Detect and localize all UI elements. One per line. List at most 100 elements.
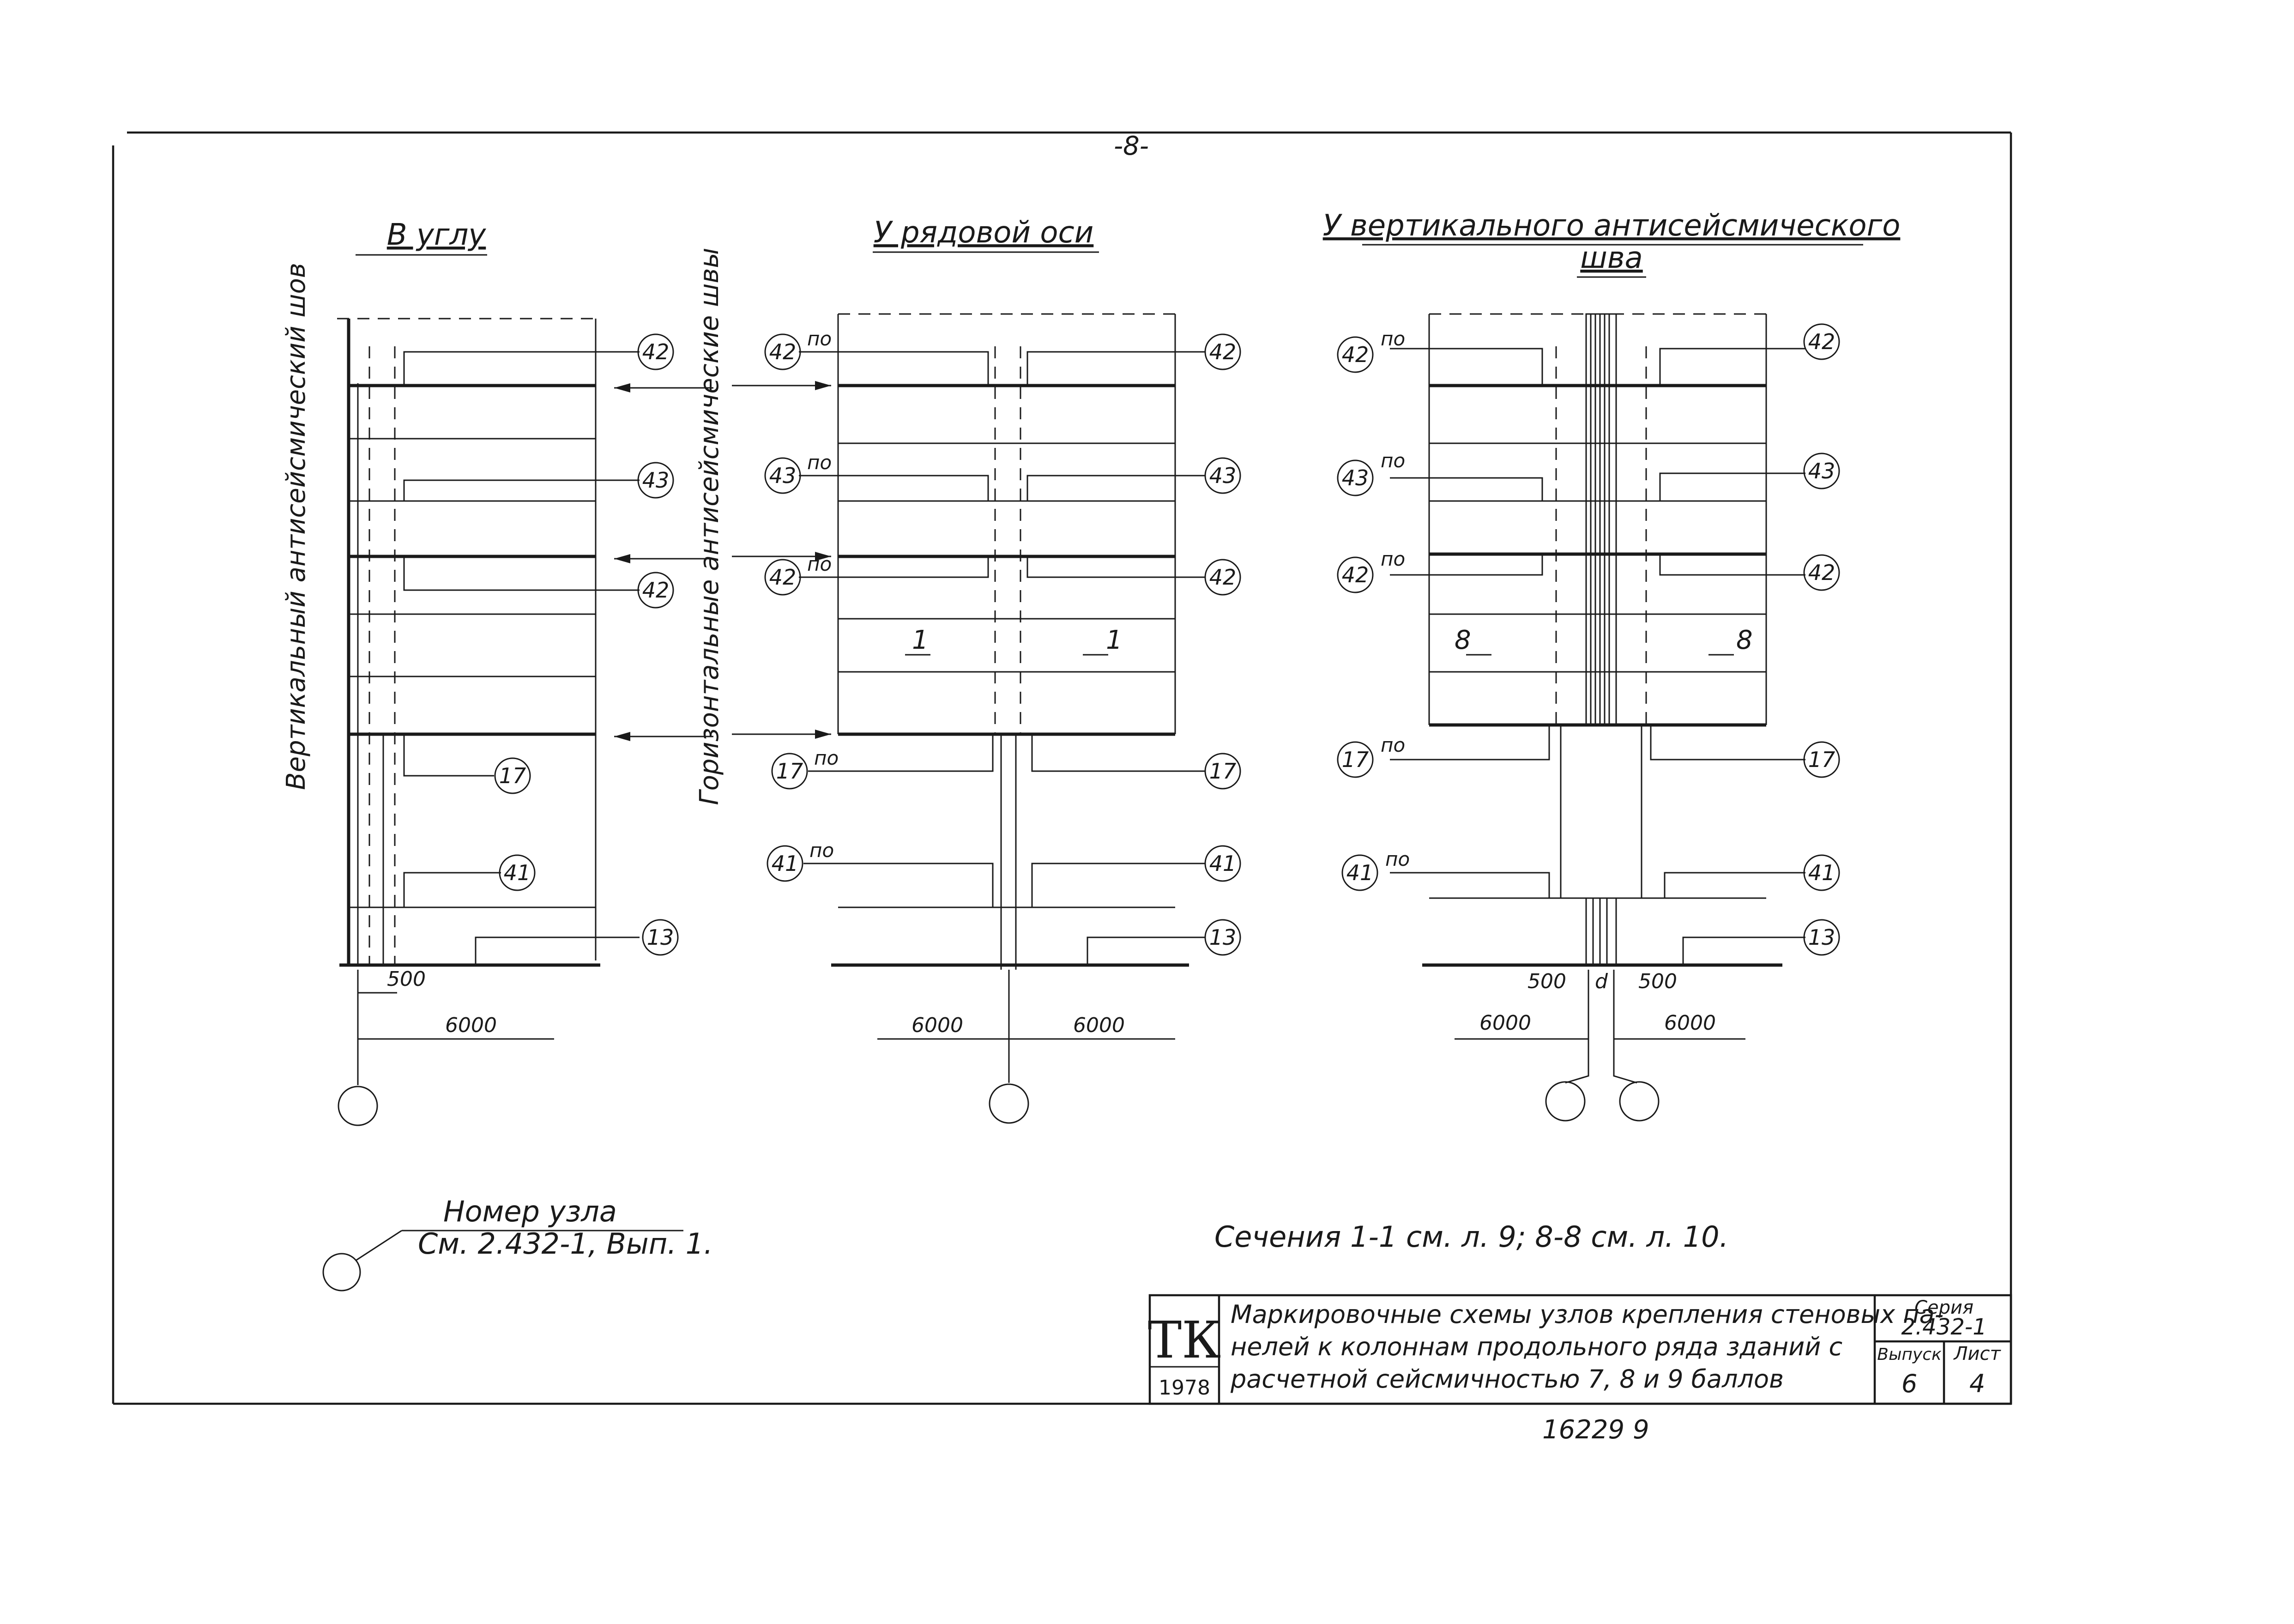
- sheet-value: 4: [1969, 1369, 1985, 1398]
- po-label: по: [814, 747, 839, 769]
- axis-marker-seam-right: [1619, 1081, 1660, 1122]
- node-label: 43: [1209, 463, 1237, 488]
- po-label: по: [1381, 548, 1405, 570]
- issue-label: Выпуск: [1877, 1345, 1942, 1364]
- node-42-axis-top-right[interactable]: 42: [1204, 333, 1241, 370]
- node-43-seam-right[interactable]: 43: [1803, 453, 1840, 489]
- node-42-corner-top[interactable]: 42: [637, 333, 674, 370]
- title-logo: ТК: [1148, 1310, 1221, 1370]
- node-label: 41: [1209, 851, 1237, 876]
- node-42-seam-top-right[interactable]: 42: [1803, 323, 1840, 360]
- archive-stamp: 16229 9: [1542, 1415, 1649, 1445]
- node-42-axis-top-left[interactable]: 42: [764, 333, 801, 370]
- node-label: 17: [1808, 747, 1835, 772]
- node-label: 42: [769, 339, 797, 364]
- dim-500-corner: 500: [387, 967, 426, 991]
- node-13-seam[interactable]: 13: [1803, 919, 1840, 956]
- title-block: [1148, 1294, 2012, 1405]
- node-43-seam-left[interactable]: 43: [1337, 459, 1374, 496]
- node-label: 42: [1209, 339, 1237, 364]
- node-label: 42: [1342, 562, 1369, 587]
- node-43-axis-left[interactable]: 43: [764, 457, 801, 494]
- sheet-label: Лист: [1953, 1343, 2001, 1364]
- dim-500-seam-left: 500: [1527, 970, 1566, 993]
- section-mark-1-left: 1: [912, 625, 929, 655]
- node-41-corner[interactable]: 41: [499, 854, 536, 891]
- sections-note: Сечения 1-1 см. л. 9; 8-8 см. л. 10.: [1214, 1220, 1728, 1254]
- node-label: 43: [1342, 465, 1369, 490]
- node-41-seam-right[interactable]: 41: [1803, 854, 1840, 891]
- axis-marker-corner: [338, 1086, 378, 1126]
- node-42-axis-mid-right[interactable]: 42: [1204, 559, 1241, 596]
- node-41-seam-left[interactable]: 41: [1341, 854, 1378, 891]
- header-vertical-seam-line2: шва: [1580, 241, 1643, 275]
- node-label: 42: [1808, 329, 1835, 354]
- dim-6000-seam-right: 6000: [1664, 1011, 1716, 1035]
- node-43-axis-right[interactable]: 43: [1204, 457, 1241, 494]
- node-43-corner[interactable]: 43: [637, 462, 674, 499]
- title-year: 1978: [1159, 1376, 1210, 1400]
- po-label: по: [809, 839, 834, 862]
- node-label: 13: [1209, 925, 1237, 950]
- series-label: Серия: [1914, 1297, 1974, 1318]
- node-17-axis-left[interactable]: 17: [771, 753, 808, 790]
- node-17-seam-left[interactable]: 17: [1337, 741, 1374, 778]
- po-label: по: [1381, 327, 1405, 350]
- node-label: 42: [1209, 565, 1237, 590]
- node-13-axis[interactable]: 13: [1204, 919, 1241, 956]
- node-label: 17: [499, 763, 526, 788]
- title-line1: Маркировочные схемы узлов крепления стен…: [1231, 1300, 1944, 1329]
- node-17-corner[interactable]: 17: [494, 757, 531, 794]
- node-label: 41: [772, 851, 799, 876]
- node-42-axis-mid-left[interactable]: 42: [764, 559, 801, 596]
- header-ordinary-axis: У рядовой оси: [874, 216, 1094, 250]
- node-label: 42: [642, 578, 670, 603]
- axis-marker-ordinary: [989, 1083, 1029, 1124]
- node-label: 42: [642, 339, 670, 364]
- node-label: 13: [647, 925, 674, 950]
- node-label: 41: [1808, 860, 1835, 885]
- po-label: по: [807, 327, 832, 350]
- section-mark-8-left: 8: [1455, 625, 1471, 655]
- label-horizontal-seams: Горизонтальные антисейсмические швы: [694, 248, 724, 805]
- node-42-corner-mid[interactable]: 42: [637, 572, 674, 609]
- node-41-axis-left[interactable]: 41: [767, 845, 803, 882]
- axis-marker-seam-left: [1545, 1081, 1586, 1122]
- dim-d-seam: d: [1595, 970, 1608, 993]
- title-line3: расчетной сейсмичностью 7, 8 и 9 баллов: [1230, 1364, 1784, 1394]
- node-42-seam-top-left[interactable]: 42: [1337, 336, 1374, 373]
- label-vertical-seam: Вертикальный антисейсмический шов: [281, 263, 311, 790]
- node-42-seam-mid-right[interactable]: 42: [1803, 554, 1840, 591]
- node-17-seam-right[interactable]: 17: [1803, 741, 1840, 778]
- node-42-seam-mid-left[interactable]: 42: [1337, 556, 1374, 593]
- node-label: 17: [776, 759, 803, 784]
- po-label: по: [1385, 848, 1410, 870]
- node-label: 43: [769, 463, 797, 488]
- diagram-vertical-seam: [1390, 313, 1805, 1084]
- diagram-corner: [337, 318, 713, 1085]
- node-17-axis-right[interactable]: 17: [1204, 753, 1241, 790]
- section-mark-8-right: 8: [1736, 625, 1753, 655]
- node-label: 17: [1209, 759, 1237, 784]
- title-line2: нелей к колоннам продольного ряда зданий…: [1231, 1332, 1842, 1361]
- node-label: 42: [1808, 560, 1835, 585]
- node-41-axis-right[interactable]: 41: [1204, 845, 1241, 882]
- node-label: 41: [1346, 860, 1374, 885]
- po-label: по: [807, 553, 832, 575]
- dim-6000-axis-left: 6000: [912, 1014, 963, 1037]
- diagram-ordinary-axis: [732, 313, 1205, 1083]
- node-13-corner[interactable]: 13: [642, 919, 679, 956]
- node-label: 42: [769, 565, 797, 590]
- node-label: 41: [504, 860, 531, 885]
- issue-value: 6: [1902, 1369, 1917, 1398]
- po-label: по: [1381, 449, 1405, 472]
- legend-line2: См. 2.432-1, Вып. 1.: [418, 1227, 713, 1261]
- series-value: 2.432-1: [1901, 1314, 1986, 1340]
- po-label: по: [1381, 734, 1405, 756]
- dim-6000-seam-left: 6000: [1479, 1011, 1531, 1035]
- dim-500-seam-right: 500: [1638, 970, 1677, 993]
- po-label: по: [807, 451, 832, 474]
- node-label: 43: [1808, 459, 1835, 483]
- node-label: 13: [1808, 925, 1835, 950]
